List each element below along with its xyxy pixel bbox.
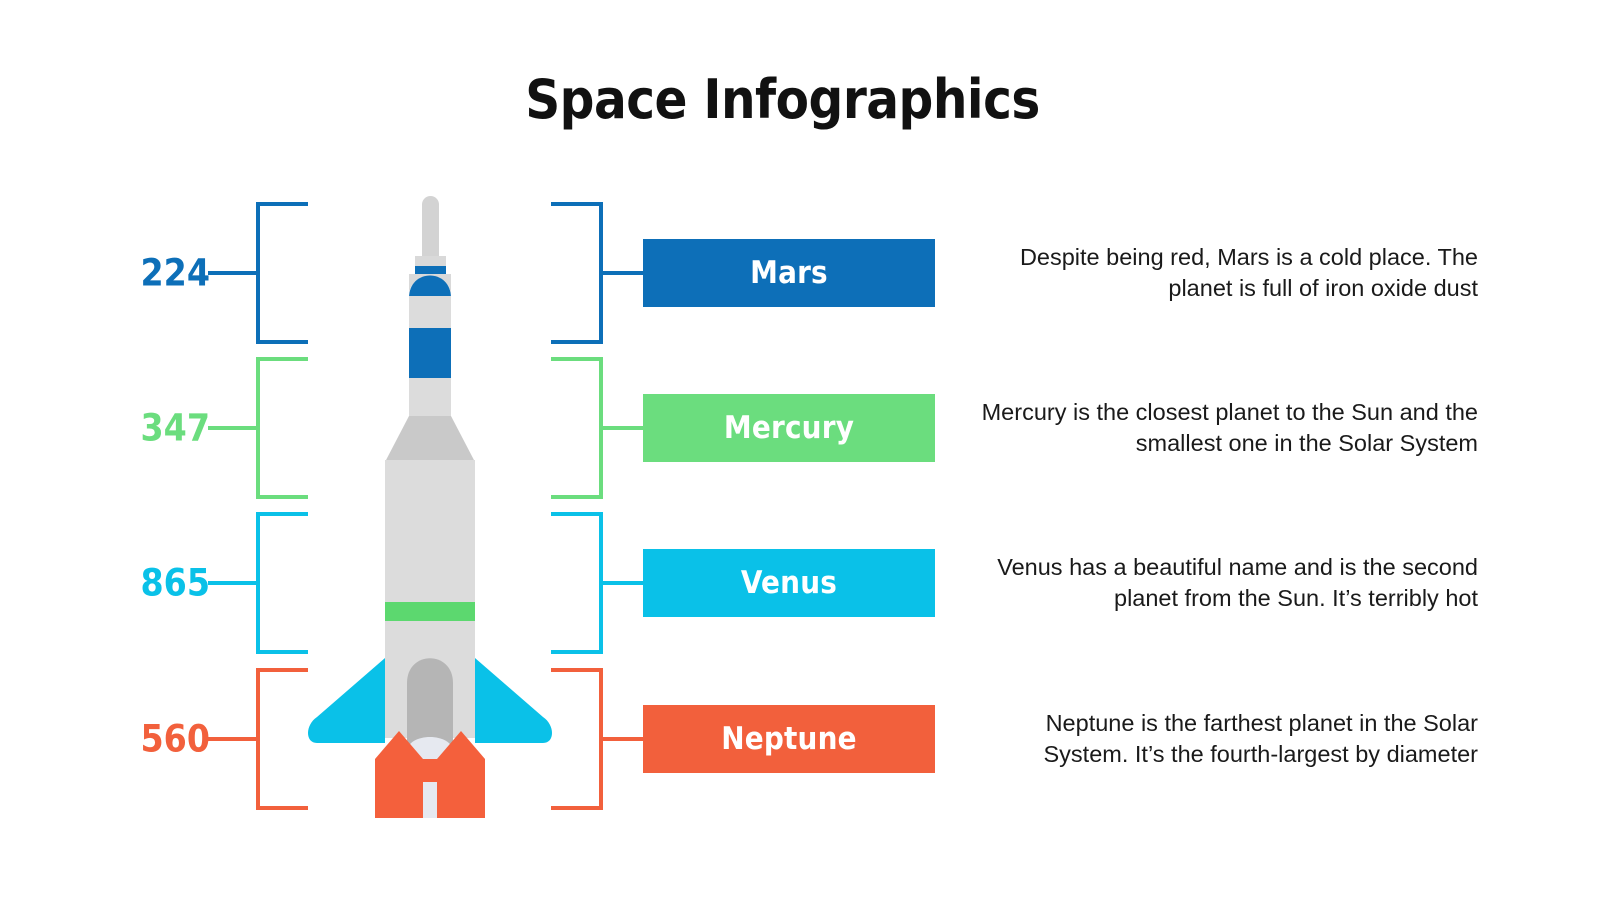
planet-name-mercury: Mercury: [723, 410, 855, 446]
connector-tick-right-venus: [599, 581, 645, 585]
value-label-mars: 224: [140, 251, 210, 295]
rocket-transition: [385, 416, 475, 462]
bracket-left-neptune: [256, 668, 308, 810]
planet-name-venus: Venus: [740, 565, 838, 601]
planet-box-mars[interactable]: Mars: [643, 239, 935, 307]
rocket-upper-gray-2: [409, 378, 451, 416]
connector-tick-right-neptune: [599, 737, 645, 741]
bracket-right-mars: [551, 202, 603, 344]
rocket-leg-left-foot: [375, 796, 423, 818]
info-row-mars: 224 Mars Despite being red, Mars is a co…: [0, 198, 1600, 348]
rocket-nozzle: [407, 658, 453, 762]
planet-name-neptune: Neptune: [721, 721, 857, 757]
bracket-right-neptune: [551, 668, 603, 810]
description-venus: Venus has a beautiful name and is the se…: [997, 553, 1478, 611]
description-mercury: Mercury is the closest planet to the Sun…: [981, 398, 1478, 456]
bracket-left-venus: [256, 512, 308, 654]
bracket-right-mercury: [551, 357, 603, 499]
bracket-left-mercury: [256, 357, 308, 499]
value-label-neptune: 560: [140, 717, 210, 761]
planet-box-venus[interactable]: Venus: [643, 549, 935, 617]
rocket-leg-right-foot: [437, 796, 485, 818]
connector-tick-left-mars: [208, 271, 260, 275]
connector-tick-left-venus: [208, 581, 260, 585]
rocket-band-blue-upper: [409, 275, 451, 300]
connector-tick-left-neptune: [208, 737, 260, 741]
rocket-nose-cone: [409, 274, 451, 296]
info-row-neptune: 560 Neptune Neptune is the farthest plan…: [0, 664, 1600, 814]
bracket-left-mars: [256, 202, 308, 344]
connector-tick-left-mercury: [208, 426, 260, 430]
info-row-mercury: 347 Mercury Mercury is the closest plane…: [0, 353, 1600, 503]
bracket-right-venus: [551, 512, 603, 654]
planet-name-mars: Mars: [750, 255, 828, 291]
rocket-illustration: [305, 196, 555, 818]
rocket-center-panel: [423, 782, 437, 818]
rocket-wing-left: [308, 658, 385, 743]
connector-tick-right-mars: [599, 271, 645, 275]
description-mars: Despite being red, Mars is a cold place.…: [1019, 243, 1478, 301]
page-title: Space Infographics: [525, 68, 1040, 131]
description-neptune: Neptune is the farthest planet in the So…: [1043, 709, 1479, 767]
rocket-wing-right: [475, 658, 552, 743]
value-label-venus: 865: [140, 561, 210, 605]
rocket-band-blue-lower: [409, 328, 451, 378]
rocket-upper-gray-1: [409, 296, 451, 328]
planet-box-neptune[interactable]: Neptune: [643, 705, 935, 773]
connector-tick-right-mercury: [599, 426, 645, 430]
info-row-venus: 865 Venus Venus has a beautiful name and…: [0, 508, 1600, 658]
rocket-green-stripe: [385, 602, 475, 621]
planet-box-mercury[interactable]: Mercury: [643, 394, 935, 462]
value-label-mercury: 347: [140, 406, 210, 450]
